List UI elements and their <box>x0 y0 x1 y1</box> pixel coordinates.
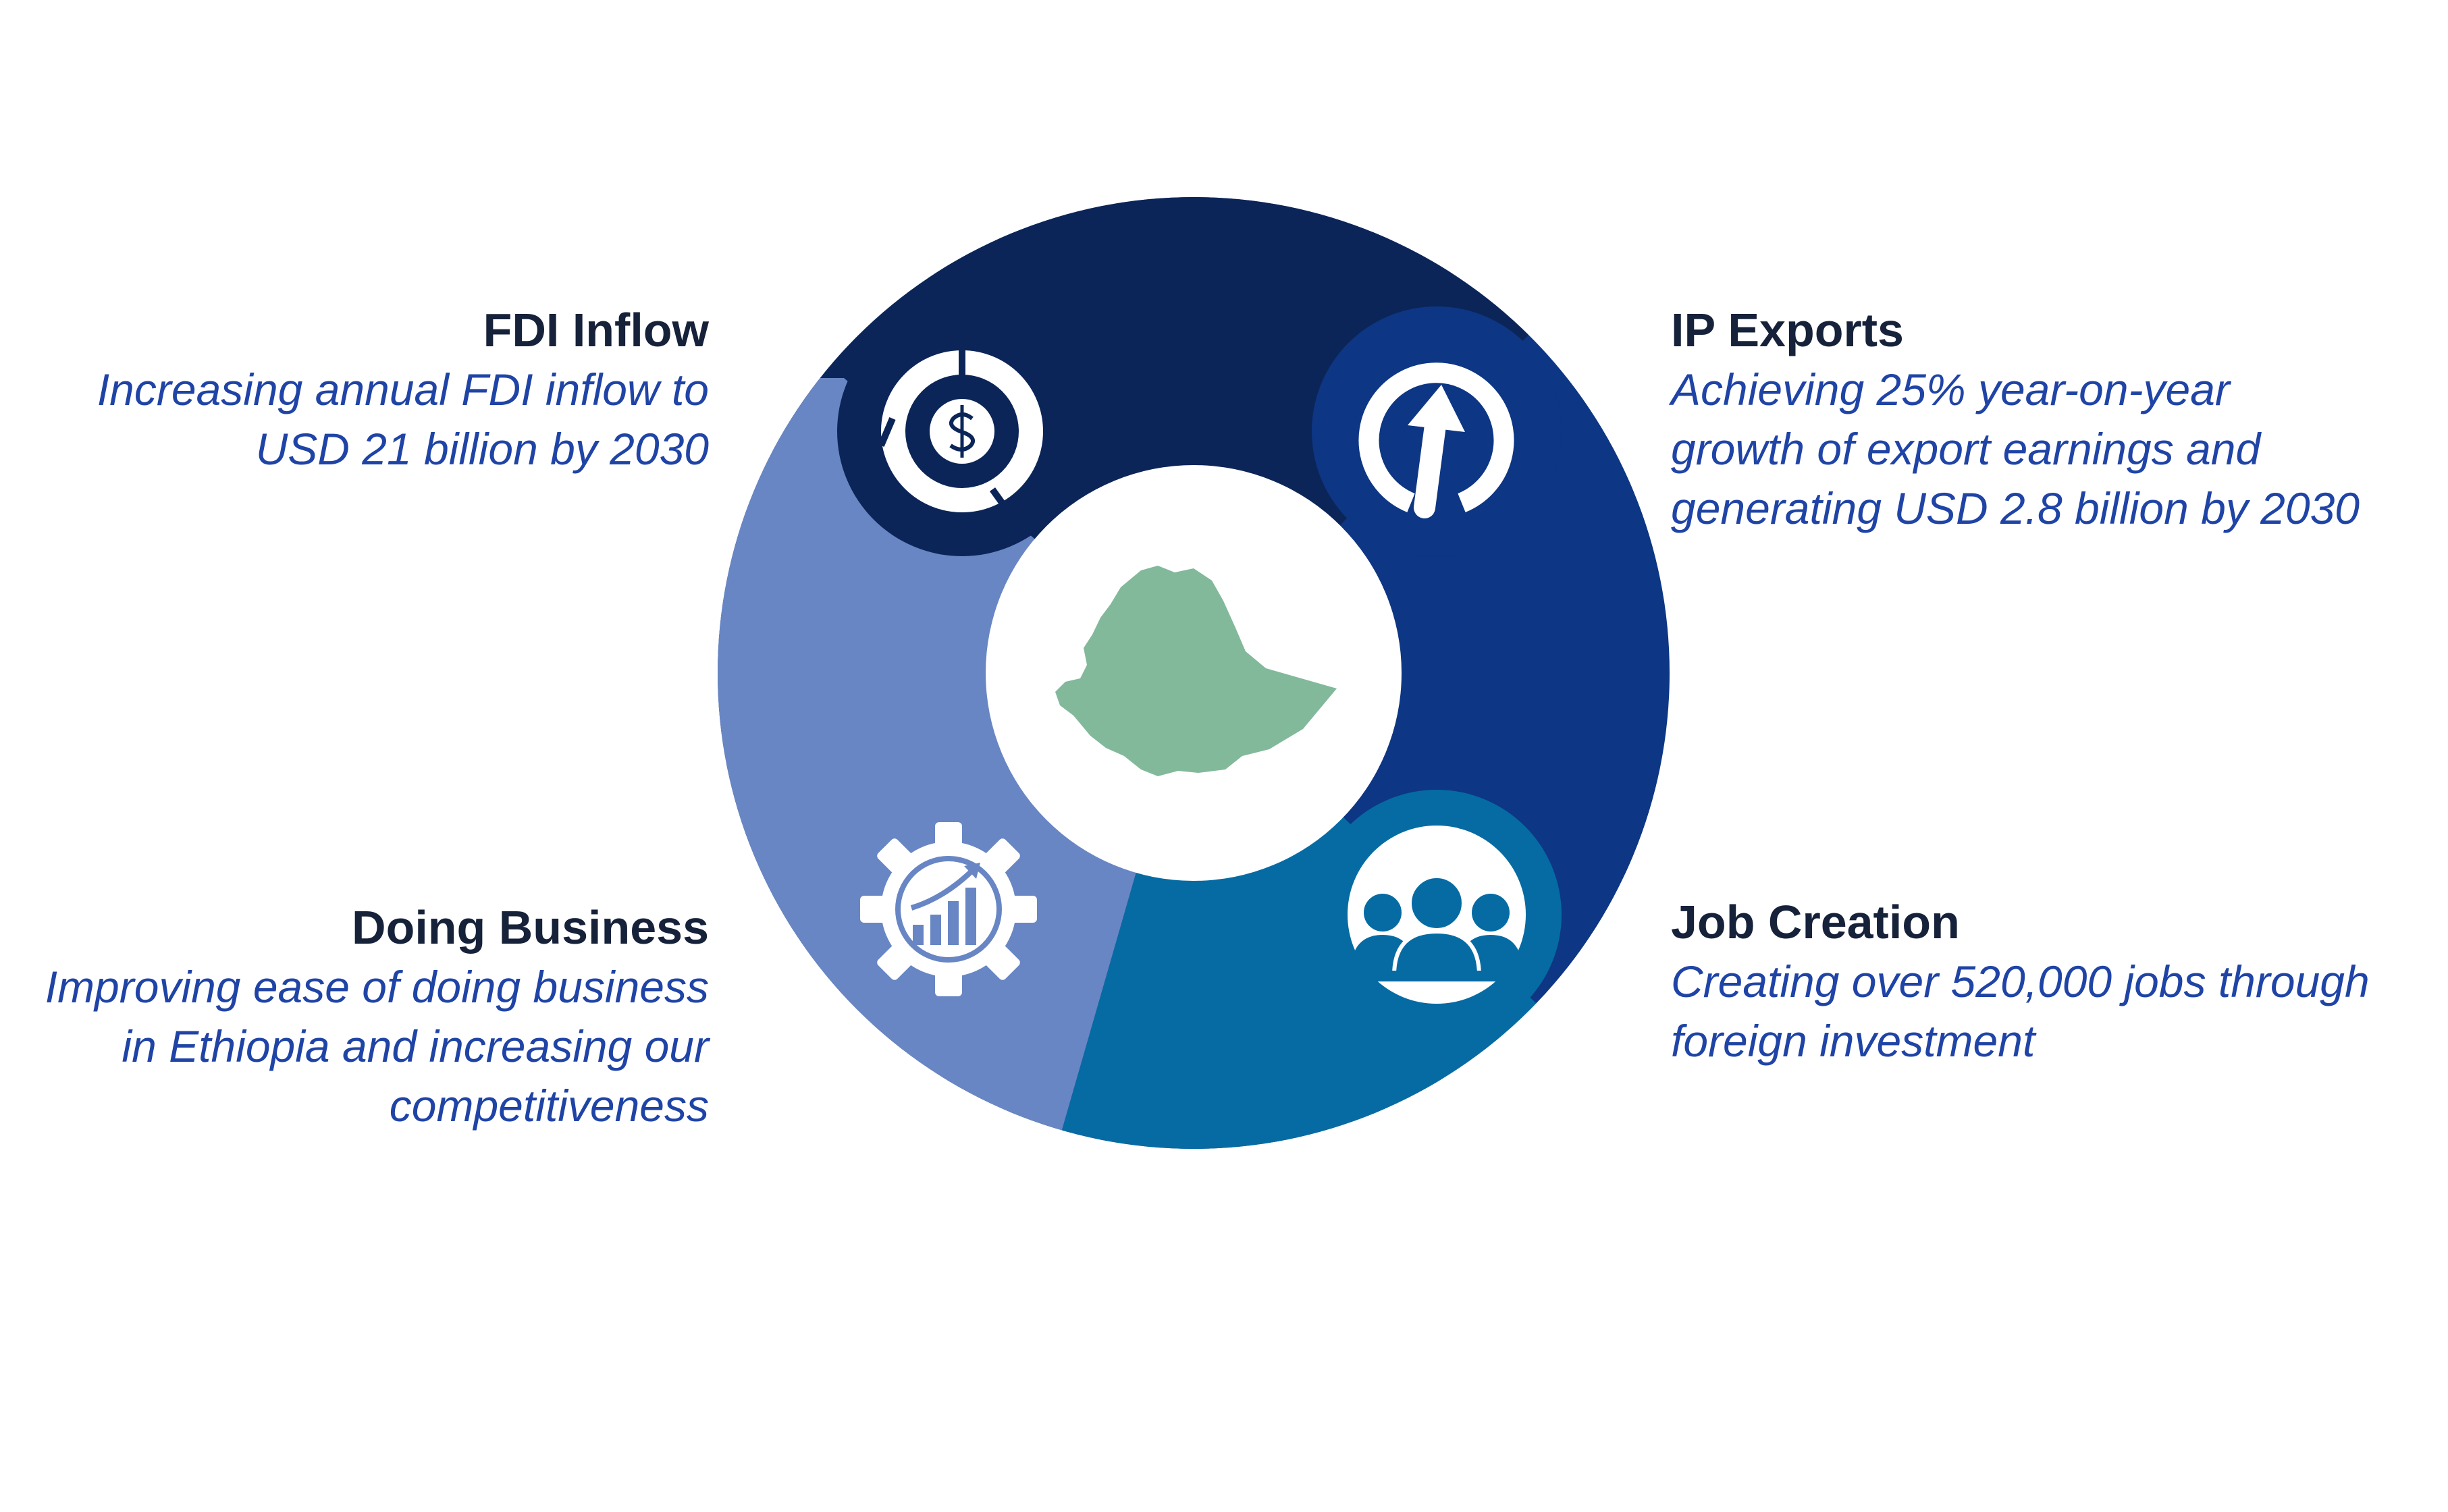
doing-business-description-line: in Ethiopia and increasing our <box>122 1021 709 1071</box>
ethiopia-map-icon <box>1055 566 1337 776</box>
dollar-donut-icon <box>878 348 1043 515</box>
doing-business-description-line: Improving ease of doing business <box>45 962 709 1012</box>
fdi-title: FDI Inflow <box>483 304 709 356</box>
arrow-up-circle-icon <box>1358 362 1514 518</box>
job-creation-title: Job Creation <box>1671 896 1960 948</box>
ip-exports-title: IP Exports <box>1671 304 1904 356</box>
fdi-description-line: Increasing annual FDI inflow to <box>97 364 709 414</box>
fdi-description-line: USD 21 billion by 2030 <box>255 424 709 474</box>
ip-exports-label: IP Exports Achieving 25% year-on-year gr… <box>1671 300 2380 538</box>
ip-exports-description-line: generating USD 2.8 billion by 2030 <box>1671 483 2360 533</box>
job-creation-label: Job Creation Creating over 520,000 jobs … <box>1671 892 2380 1071</box>
ring-segment-doing-business <box>718 378 1194 1149</box>
doing-business-description-line: competitiveness <box>389 1081 709 1131</box>
people-group-icon <box>1348 826 1526 1004</box>
gear-chart-icon <box>860 822 1037 996</box>
ip-exports-description-line: Achieving 25% year-on-year <box>1671 364 2230 414</box>
job-creation-description-line: foreign investment <box>1671 1016 2035 1066</box>
job-creation-description-line: Creating over 520,000 jobs through <box>1671 956 2370 1006</box>
fdi-label: FDI Inflow Increasing annual FDI inflow … <box>0 300 709 479</box>
doing-business-title: Doing Business <box>352 901 709 954</box>
ip-exports-description-line: growth of export earnings and <box>1671 424 2261 474</box>
doing-business-label: Doing Business Improving ease of doing b… <box>0 898 709 1135</box>
